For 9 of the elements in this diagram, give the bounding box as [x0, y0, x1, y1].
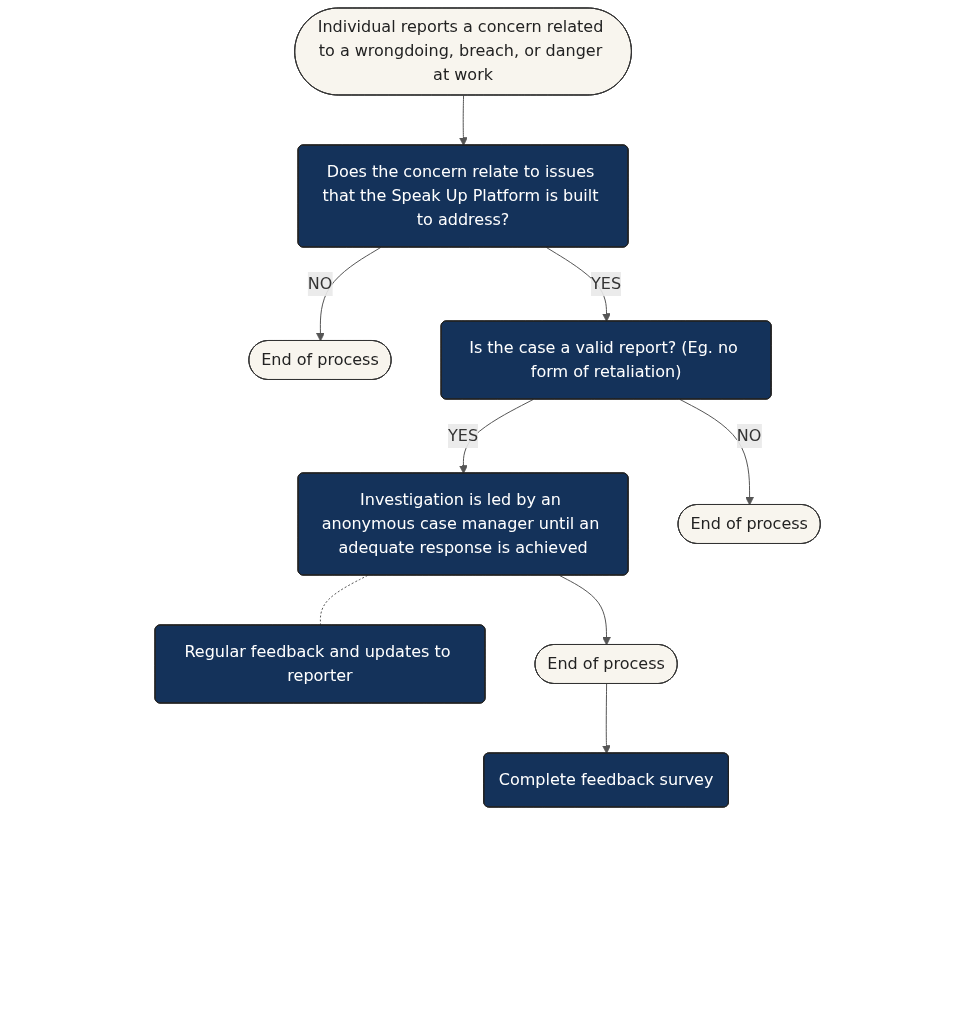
edge-label: YES	[590, 273, 621, 293]
arrow	[315, 247, 381, 342]
arrow	[601, 683, 611, 754]
edge-label: YES	[447, 425, 478, 445]
arrow	[458, 95, 468, 146]
arrow	[679, 399, 754, 506]
arrow	[558, 575, 611, 646]
edge-label: NO	[736, 425, 762, 445]
edge-label: NO	[307, 273, 333, 293]
